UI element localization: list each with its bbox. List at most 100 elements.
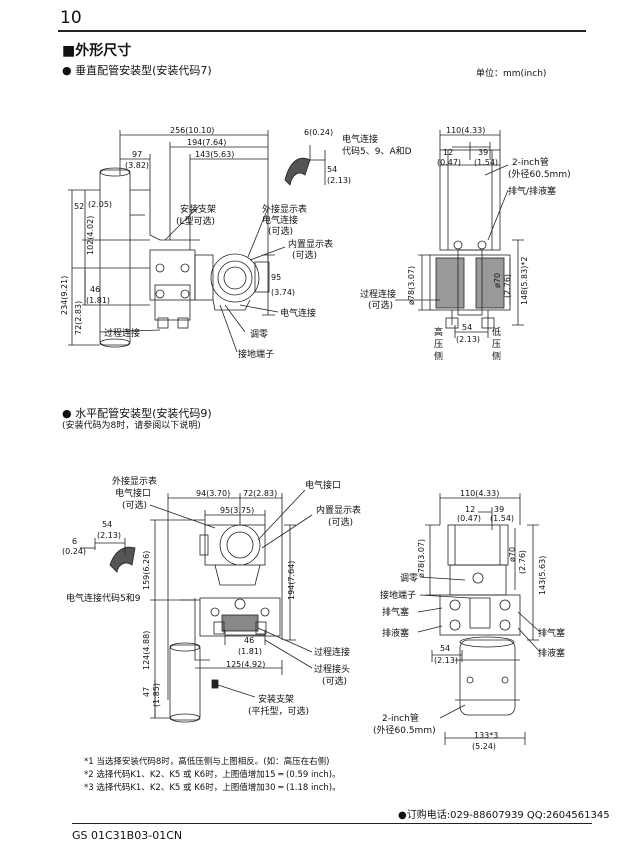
hs-label-drain: 排液塞 [382, 629, 410, 639]
dim-2-05: (2.05) [88, 200, 113, 209]
dim-256: 256(10.10) [170, 126, 215, 135]
h-dim-2-13: (2.13) [97, 531, 122, 540]
vertical-front-drawing [68, 130, 326, 353]
hs-label-drain-r: 排液塞 [538, 649, 566, 659]
h-label-int-disp: 内置显示表 [316, 506, 362, 516]
label-bracket: 安装支架 [180, 205, 217, 215]
dim-72: 72(2.83) [74, 300, 83, 335]
horizontal-front-drawing [80, 489, 313, 723]
side-dim-2-13: (2.13) [456, 335, 481, 344]
side-low-3: 侧 [492, 352, 502, 362]
h-label-elec-port: 电气接口 [305, 481, 342, 491]
h-label-bracket-2: (平托型，可选) [248, 707, 310, 717]
h-dim-6: 6 [72, 537, 78, 546]
dim-54: 54 [327, 165, 338, 174]
h-label-elec-codes: 电气连接代码5和9 [66, 594, 141, 604]
h-dim-125: 125(4.92) [226, 660, 266, 669]
h-dim-54: 54 [102, 520, 113, 529]
hs-dim-143: 143(5.63) [538, 555, 547, 595]
dim-194: 194(7.64) [187, 138, 227, 147]
label-elec-codes: 电气连接 [342, 135, 379, 145]
h-dim-46: 46 [244, 636, 255, 645]
side-dim-2-76: (2.76) [503, 273, 512, 298]
hs-dim-39: 39 [494, 505, 505, 514]
h-label-ext-disp: 外接显示表 [112, 477, 158, 487]
hs-label-vent: 排气塞 [382, 608, 410, 618]
hs-dim-70: ø70 [508, 546, 517, 562]
horizontal-side-drawing [417, 493, 541, 745]
h-label-ext-disp-2: 电气接口 [115, 489, 152, 499]
h-dim-159: 159(6.26) [142, 550, 151, 590]
side-low: 低 [492, 328, 502, 338]
page-number: 10 [60, 8, 82, 28]
h-label-process: 过程连接 [314, 648, 351, 658]
dim-3-82: (3.82) [125, 161, 150, 170]
vertical-side-drawing [395, 130, 524, 338]
footnote-2: *2 选择代码K1、K2、K5 或 K6时，上图值增加15 ═ (0.59 in… [84, 770, 341, 780]
h-dim-1-81: (1.81) [238, 647, 263, 656]
h-label-ext-disp-3: (可选) [122, 501, 148, 511]
side-dim-110: 110(4.33) [446, 126, 486, 135]
hs-dim-54: 54 [440, 644, 451, 653]
side-pipe-2: (外径60.5mm) [508, 170, 571, 180]
hs-label-vent-r: 排气塞 [538, 629, 566, 639]
hs-label-zero: 调零 [400, 574, 419, 584]
footer-rule [72, 823, 592, 824]
label-process: 过程连接 [104, 329, 141, 339]
label-ground: 接地端子 [238, 350, 275, 360]
dim-52: 52 [74, 202, 85, 211]
hs-label-pipe: 2-inch管 [382, 714, 419, 724]
footnotes: *1 当选择安装代码8时，高低压侧与上图相反。(如：高压在右侧) *2 选择代码… [84, 756, 341, 795]
hs-dim-78: ø78(3.07) [417, 538, 426, 578]
side-dim-148: 148(5.83)*2 [520, 256, 529, 305]
hs-dim-5-24: (5.24) [472, 742, 497, 751]
label-int-disp: 内置显示表 [288, 240, 334, 250]
hs-label-pipe-2: (外径60.5mm) [373, 726, 436, 736]
dim-6: 6(0.24) [304, 128, 334, 137]
label-zero: 调零 [250, 330, 269, 340]
footnote-1: *1 当选择安装代码8时，高低压侧与上图相反。(如：高压在右侧) [84, 757, 330, 767]
vertical-title: ● 垂直配管安装型(安装代码7) [62, 64, 212, 77]
hs-dim-0-47: (0.47) [457, 514, 482, 523]
h-label-adapter-2: (可选) [322, 677, 348, 687]
dim-234: 234(9.21) [60, 275, 69, 315]
side-dim-78: ø78(3.07) [407, 265, 416, 305]
dim-46: 46 [90, 285, 101, 294]
side-vent: 排气/排液塞 [508, 187, 557, 197]
side-dim-12: 12 [443, 148, 454, 157]
side-pipe: 2-inch管 [512, 158, 549, 168]
horizontal-title: ● 水平配管安装型(安装代码9) [62, 407, 212, 420]
doc-number: GS 01C31B03-01CN [72, 829, 183, 842]
label-elec-conn: 电气连接 [280, 309, 317, 319]
hs-label-ground: 接地端子 [380, 591, 417, 601]
dim-1-81: (1.81) [86, 296, 111, 305]
hs-dim-110: 110(4.33) [460, 489, 500, 498]
hs-dim-2-13: (2.13) [434, 656, 459, 665]
h-dim-0-24: (0.24) [62, 547, 87, 556]
dim-3-74: (3.74) [271, 288, 296, 297]
side-dim-39: 39 [478, 148, 489, 157]
h-dim-1-85: (1.85) [152, 682, 161, 707]
unit-note: 单位：mm(inch) [476, 69, 547, 79]
h-dim-47: 47 [142, 686, 151, 697]
label-bracket-2: (L型可选) [176, 217, 216, 227]
side-dim-0-47: (0.47) [437, 158, 462, 167]
horizontal-subtitle: (安装代码为8时，请参阅以下说明) [62, 421, 201, 431]
h-label-adapter: 过程接头 [314, 665, 351, 675]
hs-dim-133: 133*3 [474, 731, 499, 740]
h-dim-72: 72(2.83) [243, 489, 278, 498]
dim-143: 143(5.63) [195, 150, 235, 159]
dim-2-13: (2.13) [327, 176, 352, 185]
side-low-2: 压 [492, 340, 502, 350]
contact-info: ●订购电话:029-88607939 QQ:2604561345 [398, 810, 610, 821]
side-high: 高 [434, 328, 444, 338]
h-label-int-disp-2: (可选) [328, 518, 354, 528]
section-title: ■外形尺寸 [62, 43, 132, 59]
side-high-2: 压 [434, 340, 444, 350]
label-ext-disp-2: 电气连接 [262, 216, 299, 226]
dim-102: 102(4.02) [86, 215, 95, 255]
dim-97: 97 [132, 150, 143, 159]
dim-95: 95 [271, 273, 282, 282]
side-dim-1-54: (1.54) [474, 158, 499, 167]
